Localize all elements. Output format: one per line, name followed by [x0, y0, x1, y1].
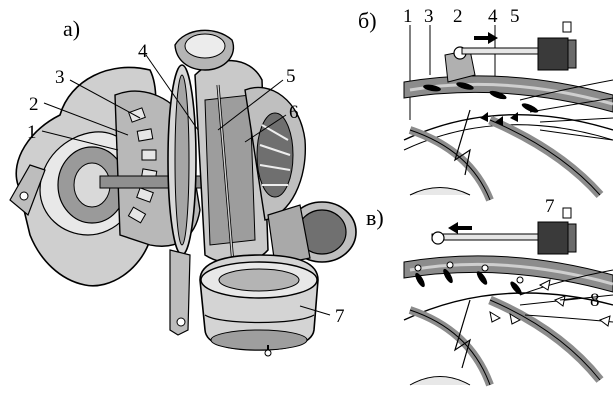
label-b-2: 2	[453, 6, 463, 27]
label-a-5: 5	[286, 66, 296, 87]
label-b-3: 3	[424, 6, 434, 27]
label-b-4: 4	[488, 6, 498, 27]
label-a-3: 3	[55, 67, 65, 88]
leader-lines	[41, 54, 331, 316]
actuator-icon	[199, 254, 319, 357]
label-b-1: 1	[403, 6, 413, 27]
panel-v-letter: в)	[366, 205, 384, 230]
label-v-8: 8	[590, 290, 600, 311]
label-a-6: 6	[289, 102, 299, 123]
vane-schematic-closed	[403, 207, 613, 387]
arrow-right-icon	[474, 32, 498, 44]
arrow-left-icon	[448, 222, 472, 234]
label-a-7: 7	[335, 306, 345, 327]
panel-b-letter: б)	[358, 8, 377, 33]
label-v-7: 7	[545, 196, 555, 217]
panel-a-letter: а)	[63, 16, 80, 41]
label-a-1: 1	[27, 122, 37, 143]
vane-schematic-open	[403, 21, 613, 202]
label-a-2: 2	[29, 94, 39, 115]
turbocharger-cutaway	[9, 29, 357, 357]
label-a-4: 4	[138, 41, 148, 62]
label-b-5: 5	[510, 6, 520, 27]
